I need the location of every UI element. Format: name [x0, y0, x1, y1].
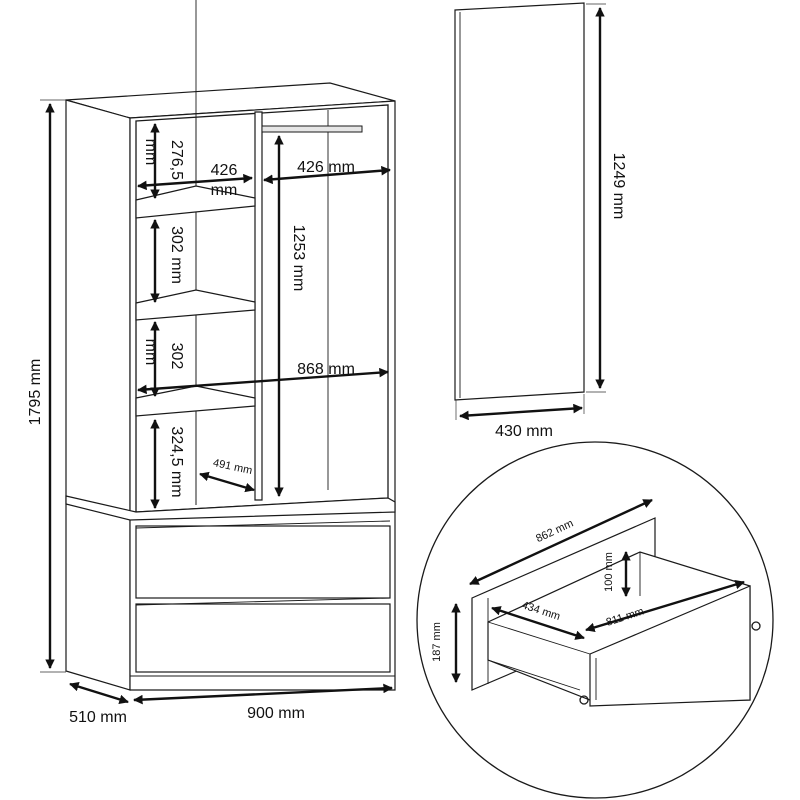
- drawer-inner-depth-line: [491, 606, 585, 640]
- wardrobe-dimensions: 1795 mm 510 mm 900 mm 276,5 mm 426 mm 42…: [27, 99, 393, 726]
- shelf-3-height-label-a: 302: [168, 343, 185, 370]
- door-panel: [454, 2, 585, 401]
- shelf-3-height-label-b: mm: [142, 339, 159, 366]
- drawer-length-line: [469, 498, 653, 586]
- top-shelf-height-label-b: mm: [142, 139, 159, 166]
- inner-width-line: [137, 367, 389, 395]
- shelf-2-height-label: 302 mm: [168, 226, 185, 284]
- left-shelf-width-label-a: 426: [211, 162, 238, 179]
- width-label: 900 mm: [247, 705, 305, 722]
- runner-wheel-2: [751, 621, 761, 631]
- shelf-4-height-label: 324,5 mm: [168, 426, 185, 497]
- cabinet-base-shelf: [65, 495, 396, 521]
- shelf-2: [135, 289, 256, 321]
- left-shelf-width-line: [137, 173, 253, 191]
- top-shelf-height-label-a: 276,5: [168, 140, 185, 180]
- center-divider: [254, 111, 263, 501]
- depth-dimension-line: [69, 681, 129, 705]
- drawer-front-bottom: [135, 603, 391, 673]
- drawer-detail: 862 mm 100 mm 187 mm 434 mm 811 mm: [416, 441, 774, 799]
- runner-wheel: [579, 695, 589, 705]
- hanging-width-line: [263, 165, 391, 185]
- door-width-line: [459, 403, 583, 421]
- height-label: 1795 mm: [27, 359, 44, 426]
- wardrobe-left-side: [65, 99, 131, 691]
- door: 1249 mm 430 mm: [454, 2, 627, 440]
- hanging-width-label: 426 mm: [297, 159, 355, 176]
- drawer-runner: [487, 659, 581, 691]
- drawer-length-label: 862 mm: [534, 517, 575, 545]
- drawer-side-height-label: 100 mm: [603, 552, 615, 592]
- detail-circle: [416, 441, 774, 799]
- width-dimension-line: [133, 683, 393, 705]
- hanging-height-label: 1253 mm: [290, 225, 307, 292]
- drawer-front-height-label: 187 mm: [431, 622, 443, 662]
- door-height-label: 1249 mm: [610, 153, 627, 220]
- drawer-inner-width-line: [585, 579, 745, 633]
- inner-width-label: 868 mm: [297, 361, 355, 378]
- drawer-top-edge-1: [135, 520, 391, 529]
- wardrobe: [65, 0, 396, 691]
- drawer-front-top: [135, 525, 391, 599]
- hanging-rail: [261, 125, 363, 133]
- left-shelf-width-label-b: mm: [211, 182, 238, 199]
- shelf-depth-line: [199, 471, 255, 493]
- depth-label: 510 mm: [69, 709, 127, 726]
- drawer-top-edge-2: [135, 597, 391, 606]
- door-width-label: 430 mm: [495, 423, 553, 440]
